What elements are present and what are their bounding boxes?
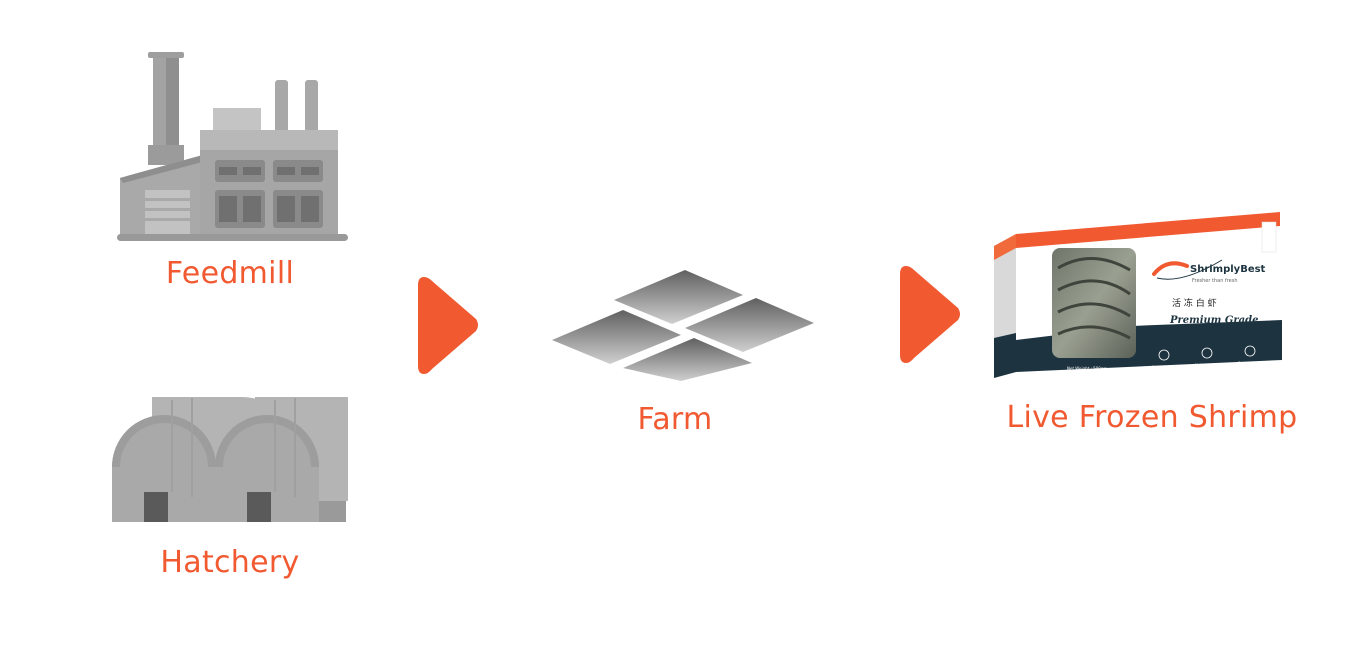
product-node: ShrimplyBest Fresher than fresh 活 冻 白 虾 … [992, 208, 1292, 386]
pond-grid-icon [552, 270, 814, 381]
package-tagline: Fresher than fresh [1192, 278, 1238, 284]
arrow-to-farm [418, 273, 480, 378]
greenhouse-icon [112, 397, 348, 522]
farm-node [550, 268, 815, 383]
package-grade: Premium Grade [1169, 315, 1259, 326]
chevron-right-icon [418, 277, 478, 374]
arrow-to-product [900, 262, 962, 367]
package-feature-2: Natural Seawater Farm Raised [1195, 363, 1248, 367]
hatchery-label: Hatchery [160, 545, 300, 580]
package-brand: ShrimplyBest [1190, 264, 1266, 275]
factory-icon [117, 52, 348, 241]
shrimp-package-image: ShrimplyBest Fresher than fresh 活 冻 白 虾 … [994, 212, 1288, 378]
package-subtitle: Live Frozen Vannamei Shrimp [1164, 328, 1240, 334]
feedmill-node [115, 50, 350, 245]
product-label: Live Frozen Shrimp [1006, 400, 1298, 435]
package-chinese: 活 冻 白 虾 [1172, 297, 1217, 309]
hatchery-node [112, 392, 348, 524]
package-feature-3: Processed with Live Shrimps [1238, 361, 1288, 365]
package-feature-1: No Antibiotics / No Additives [1152, 365, 1202, 369]
feedmill-label: Feedmill [165, 256, 295, 291]
farm-label: Farm [637, 402, 713, 437]
chevron-right-icon [900, 266, 960, 363]
package-net-weight: Net Weight : 500gm [1067, 366, 1107, 371]
